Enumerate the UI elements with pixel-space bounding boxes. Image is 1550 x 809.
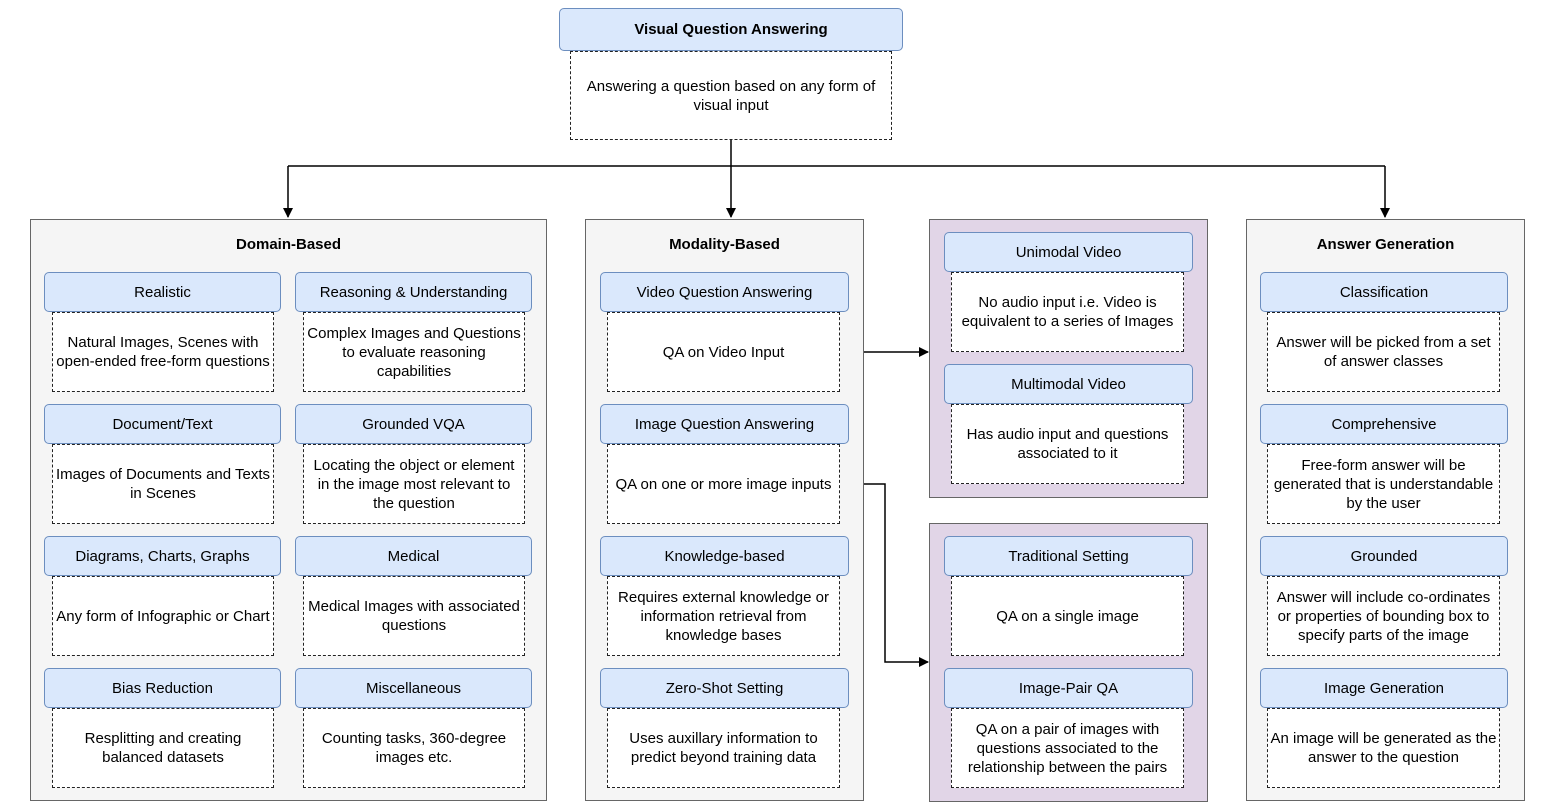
modality-panel-title: Modality-Based <box>669 236 780 253</box>
domain-item-label: Diagrams, Charts, Graphs <box>75 547 250 565</box>
answer-item-label: Grounded <box>1350 547 1418 565</box>
answer-item-grounded-desc: Answer will include co-ordinates or prop… <box>1267 576 1500 656</box>
domain-item-diagrams: Diagrams, Charts, Graphs <box>44 536 281 576</box>
root-description: Answering a question based on any form o… <box>570 51 892 140</box>
image-type-pair-desc: QA on a pair of images with questions as… <box>951 708 1184 788</box>
modality-item-text: QA on one or more image inputs <box>615 475 832 493</box>
domain-item-text: Images of Documents and Texts in Scenes <box>56 466 270 502</box>
modality-item-label: Zero-Shot Setting <box>665 679 784 697</box>
domain-item-label: Document/Text <box>112 415 213 433</box>
root-title: Visual Question Answering <box>559 8 903 51</box>
modality-item-label: Knowledge-based <box>664 547 785 565</box>
modality-item-label: Video Question Answering <box>636 283 813 301</box>
domain-item-text: Medical Images with associated questions <box>308 598 520 634</box>
domain-item-text: Locating the object or element in the im… <box>313 456 515 512</box>
modality-item-knowledge-desc: Requires external knowledge or informati… <box>607 576 840 656</box>
answer-item-imagegen-desc: An image will be generated as the answer… <box>1267 708 1500 788</box>
answer-item-text: Free-form answer will be generated that … <box>1273 456 1494 512</box>
video-type-unimodal: Unimodal Video <box>944 232 1193 272</box>
domain-item-text: Complex Images and Questions to evaluate… <box>307 324 521 380</box>
modality-item-zeroshot-desc: Uses auxillary information to predict be… <box>607 708 840 788</box>
image-type-pair: Image-Pair QA <box>944 668 1193 708</box>
domain-item-label: Bias Reduction <box>112 679 213 697</box>
domain-panel-title: Domain-Based <box>235 236 342 253</box>
image-type-text: QA on a single image <box>996 607 1139 625</box>
answer-item-imagegen: Image Generation <box>1260 668 1508 708</box>
root-to-branches-line <box>288 140 1385 167</box>
answer-item-label: Comprehensive <box>1331 415 1437 433</box>
answer-item-text: An image will be generated as the answer… <box>1270 730 1497 766</box>
domain-item-label: Grounded VQA <box>362 415 465 433</box>
video-type-multimodal: Multimodal Video <box>944 364 1193 404</box>
domain-item-document-desc: Images of Documents and Texts in Scenes <box>52 444 274 524</box>
modality-item-label: Image Question Answering <box>634 415 815 433</box>
image-type-traditional: Traditional Setting <box>944 536 1193 576</box>
video-type-multimodal-desc: Has audio input and questions associated… <box>951 404 1184 484</box>
answer-item-classification: Classification <box>1260 272 1508 312</box>
domain-item-medical-desc: Medical Images with associated questions <box>303 576 525 656</box>
domain-item-misc: Miscellaneous <box>295 668 532 708</box>
domain-item-medical: Medical <box>295 536 532 576</box>
video-type-text: Has audio input and questions associated… <box>966 426 1169 462</box>
modality-item-text: Requires external knowledge or informati… <box>618 588 829 644</box>
domain-item-grounded-desc: Locating the object or element in the im… <box>303 444 525 524</box>
root-description-text: Answering a question based on any form o… <box>586 77 876 114</box>
root-title-text: Visual Question Answering <box>634 21 828 38</box>
video-type-label: Multimodal Video <box>1011 375 1126 393</box>
modality-item-knowledge: Knowledge-based <box>600 536 849 576</box>
domain-item-label: Realistic <box>134 283 191 301</box>
domain-item-label: Miscellaneous <box>365 679 462 697</box>
domain-item-realistic: Realistic <box>44 272 281 312</box>
answer-item-comprehensive-desc: Free-form answer will be generated that … <box>1267 444 1500 524</box>
answer-item-classification-desc: Answer will be picked from a set of answ… <box>1267 312 1500 392</box>
modality-item-image: Image Question Answering <box>600 404 849 444</box>
domain-item-label: Medical <box>387 547 440 565</box>
answer-item-comprehensive: Comprehensive <box>1260 404 1508 444</box>
answer-item-label: Classification <box>1339 283 1429 301</box>
domain-item-bias: Bias Reduction <box>44 668 281 708</box>
answer-panel-title: Answer Generation <box>1316 236 1455 253</box>
video-type-label: Unimodal Video <box>1015 243 1122 261</box>
domain-item-label: Reasoning & Understanding <box>319 283 508 301</box>
domain-item-text: Counting tasks, 360-degree images etc. <box>321 730 507 766</box>
video-type-unimodal-desc: No audio input i.e. Video is equivalent … <box>951 272 1184 352</box>
domain-item-text: Natural Images, Scenes with open-ended f… <box>56 334 270 370</box>
image-type-label: Traditional Setting <box>1008 547 1129 565</box>
domain-item-text: Any form of Infographic or Chart <box>56 607 270 625</box>
domain-item-text: Resplitting and creating balanced datase… <box>84 730 242 766</box>
domain-item-reasoning: Reasoning & Understanding <box>295 272 532 312</box>
modality-item-text: QA on Video Input <box>662 343 785 361</box>
answer-item-text: Answer will be picked from a set of answ… <box>1276 334 1491 370</box>
answer-item-label: Image Generation <box>1323 679 1445 697</box>
answer-item-text: Answer will include co-ordinates or prop… <box>1276 588 1491 644</box>
modality-item-video: Video Question Answering <box>600 272 849 312</box>
image-type-text: QA on a pair of images with questions as… <box>967 720 1168 776</box>
answer-item-grounded: Grounded <box>1260 536 1508 576</box>
domain-item-realistic-desc: Natural Images, Scenes with open-ended f… <box>52 312 274 392</box>
image-type-label: Image-Pair QA <box>1018 679 1119 697</box>
domain-item-misc-desc: Counting tasks, 360-degree images etc. <box>303 708 525 788</box>
video-type-text: No audio input i.e. Video is equivalent … <box>961 294 1174 330</box>
domain-item-document: Document/Text <box>44 404 281 444</box>
domain-item-reasoning-desc: Complex Images and Questions to evaluate… <box>303 312 525 392</box>
modality-item-zeroshot: Zero-Shot Setting <box>600 668 849 708</box>
image-type-traditional-desc: QA on a single image <box>951 576 1184 656</box>
modality-item-text: Uses auxillary information to predict be… <box>629 730 818 766</box>
domain-item-grounded: Grounded VQA <box>295 404 532 444</box>
modality-item-image-desc: QA on one or more image inputs <box>607 444 840 524</box>
domain-item-diagrams-desc: Any form of Infographic or Chart <box>52 576 274 656</box>
domain-item-bias-desc: Resplitting and creating balanced datase… <box>52 708 274 788</box>
modality-item-video-desc: QA on Video Input <box>607 312 840 392</box>
